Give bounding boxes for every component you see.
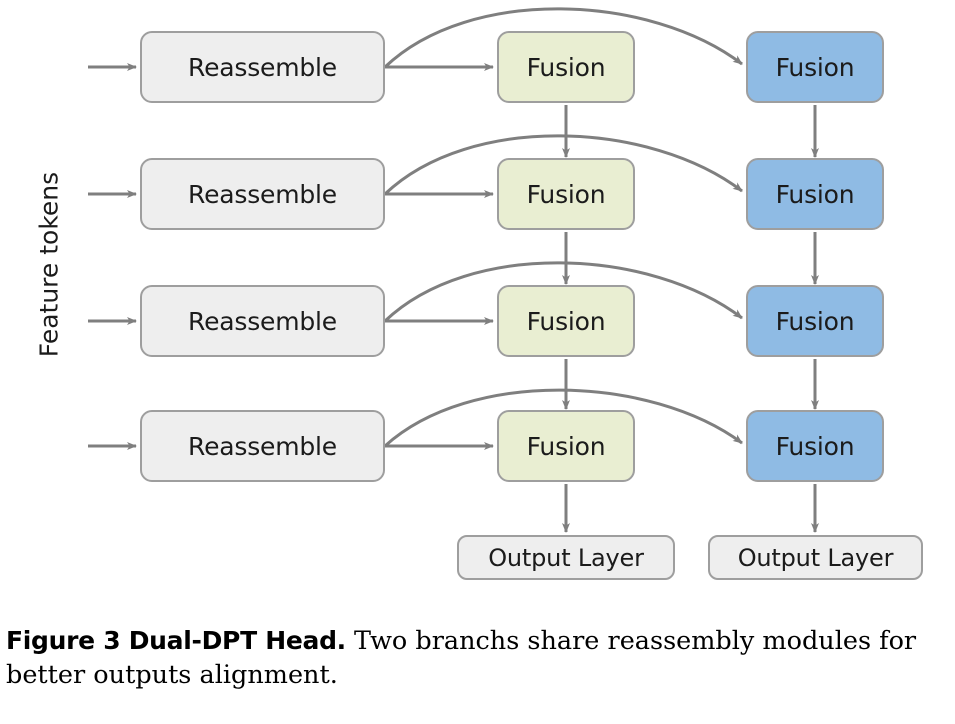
output-layer-label: Output Layer bbox=[737, 543, 894, 572]
reassemble-node-row3[interactable]: Reassemble bbox=[140, 285, 385, 357]
reassemble-node-row4[interactable]: Reassemble bbox=[140, 410, 385, 482]
edge-reassemble-blue-row2 bbox=[383, 134, 743, 196]
edge-reassemble-blue-row3 bbox=[383, 261, 743, 323]
fusion-label: Fusion bbox=[775, 52, 855, 82]
fusion-blue-node-row2[interactable]: Fusion bbox=[746, 158, 884, 230]
reassemble-label: Reassemble bbox=[188, 52, 337, 82]
edge-reassemble-blue-row1 bbox=[383, 7, 743, 69]
fusion-green-node-row4[interactable]: Fusion bbox=[497, 410, 635, 482]
output-layer-node-green-branch[interactable]: Output Layer bbox=[457, 535, 675, 580]
feature-tokens-label: Feature tokens bbox=[34, 171, 64, 358]
fusion-label: Fusion bbox=[775, 179, 855, 209]
output-layer-label: Output Layer bbox=[488, 543, 644, 572]
fusion-blue-node-row1[interactable]: Fusion bbox=[746, 31, 884, 103]
fusion-green-node-row3[interactable]: Fusion bbox=[497, 285, 635, 357]
reassemble-label: Reassemble bbox=[188, 431, 337, 461]
figure-caption: Figure 3 Dual-DPT Head. Two branchs shar… bbox=[6, 624, 950, 693]
reassemble-node-row1[interactable]: Reassemble bbox=[140, 31, 385, 103]
fusion-green-node-row1[interactable]: Fusion bbox=[497, 31, 635, 103]
arrow-layer bbox=[88, 7, 819, 533]
fusion-blue-node-row4[interactable]: Fusion bbox=[746, 410, 884, 482]
output-layer-node-blue-branch[interactable]: Output Layer bbox=[708, 535, 923, 580]
caption-bold-prefix: Figure 3 Dual-DPT Head. bbox=[6, 626, 346, 655]
fusion-label: Fusion bbox=[526, 306, 606, 336]
fusion-label: Fusion bbox=[526, 179, 606, 209]
fusion-label: Fusion bbox=[775, 431, 855, 461]
fusion-label: Fusion bbox=[775, 306, 855, 336]
reassemble-node-row2[interactable]: Reassemble bbox=[140, 158, 385, 230]
fusion-green-node-row2[interactable]: Fusion bbox=[497, 158, 635, 230]
reassemble-label: Reassemble bbox=[188, 306, 337, 336]
reassemble-label: Reassemble bbox=[188, 179, 337, 209]
fusion-label: Fusion bbox=[526, 52, 606, 82]
fusion-label: Fusion bbox=[526, 431, 606, 461]
dual-dpt-head-diagram: Feature tokens Reassemble Reassemble Rea… bbox=[34, 7, 923, 580]
caption-body: Two branchs share reassembly modules for… bbox=[6, 626, 917, 690]
fusion-blue-node-row3[interactable]: Fusion bbox=[746, 285, 884, 357]
edge-reassemble-blue-row4 bbox=[383, 388, 743, 448]
